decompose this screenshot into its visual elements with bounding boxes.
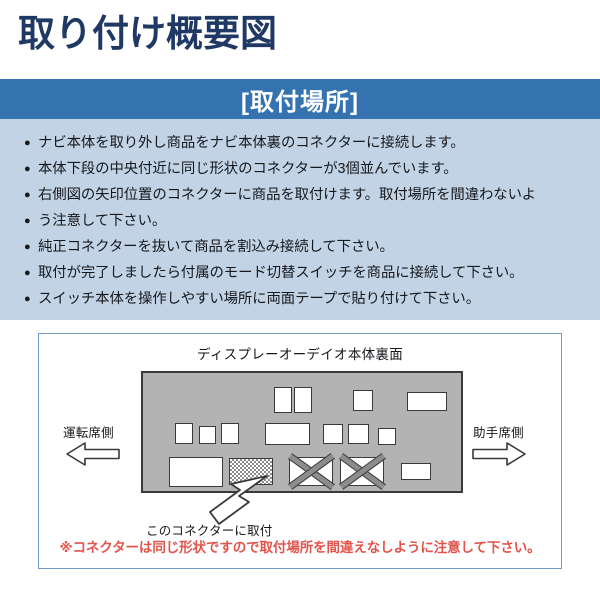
connector — [199, 426, 216, 444]
note-item: ● ナビ本体を取り外し商品をナビ本体裏のコネクターに接続します。 — [0, 130, 600, 156]
note-text: 取付が完了しましたら付属のモード切替スイッチを商品に接続して下さい。 — [38, 265, 524, 281]
driver-side-arrow-icon — [66, 442, 120, 466]
passenger-side-label: 助手席側 — [473, 426, 524, 440]
connector — [353, 390, 373, 411]
connector — [221, 423, 239, 444]
bullet-icon: ● — [24, 189, 31, 201]
connector — [348, 424, 369, 444]
diagram-caption: ディスプレーオーデイオ本体裏面 — [196, 347, 404, 362]
warning-text: ※コネクターは同じ形状ですので取付場所を間違えなしように注意して下さい。 — [59, 540, 541, 555]
diagram-frame: ディスプレーオーデイオ本体裏面 運転席側 助手席側 このコネクターに取付 ※コネ… — [38, 333, 562, 569]
connector — [401, 463, 431, 480]
bullet-icon: ● — [24, 137, 31, 149]
connector — [378, 428, 396, 445]
connector — [265, 423, 310, 445]
bullet-icon: ● — [24, 293, 31, 305]
note-text: 純正コネクターを抜いて商品を割込み接続して下さい。 — [38, 239, 394, 255]
note-text: 本体下段の中央付近に同じ形状のコネクターが3個並んでいます。 — [38, 161, 458, 177]
target-connector-callout-label: このコネクターに取付 — [146, 524, 273, 538]
note-item: ● 純正コネクターを抜いて商品を割込み接続して下さい。 — [0, 234, 600, 260]
note-item: ● スイッチ本体を操作しやすい場所に両面テープで貼り付けて下さい。 — [0, 286, 600, 312]
note-item: ● 取付が完了しましたら付属のモード切替スイッチを商品に接続して下さい。 — [0, 260, 600, 286]
section-banner: [取付場所] — [0, 79, 600, 119]
excluded-connector — [340, 457, 384, 486]
connector — [175, 423, 193, 444]
passenger-side-arrow-icon — [472, 442, 526, 466]
note-text: う注意して下さい。 — [38, 213, 167, 229]
instruction-notes-panel: ● ナビ本体を取り外し商品をナビ本体裏のコネクターに接続します。 ● 本体下段の… — [0, 119, 600, 320]
head-unit-rear-panel — [141, 371, 463, 493]
bullet-icon: ● — [24, 241, 31, 253]
connector — [274, 387, 292, 413]
note-text: ナビ本体を取り外し商品をナビ本体裏のコネクターに接続します。 — [38, 135, 465, 151]
note-item: ● 本体下段の中央付近に同じ形状のコネクターが3個並んでいます。 — [0, 156, 600, 182]
note-text: スイッチ本体を操作しやすい場所に両面テープで貼り付けて下さい。 — [38, 291, 481, 307]
connector — [294, 387, 312, 413]
note-text: 右側図の矢印位置のコネクターに商品を取付けます。取付場所を間違わないよ — [38, 187, 536, 203]
bullet-icon: ● — [24, 267, 31, 279]
section-banner-label: [取付場所] — [241, 88, 359, 116]
connector — [169, 457, 223, 487]
excluded-connector — [289, 457, 333, 486]
page-title: 取り付け概要図 — [18, 13, 277, 54]
bullet-icon: ● — [24, 215, 31, 227]
driver-side-label: 運転席側 — [63, 426, 114, 440]
bullet-icon: ● — [24, 163, 31, 175]
connector — [407, 392, 447, 411]
note-item: ● 右側図の矢印位置のコネクターに商品を取付けます。取付場所を間違わないよ — [0, 182, 600, 208]
connector — [323, 424, 343, 444]
note-item: ● う注意して下さい。 — [0, 208, 600, 234]
target-connector-callout-arrow-icon — [209, 475, 268, 525]
